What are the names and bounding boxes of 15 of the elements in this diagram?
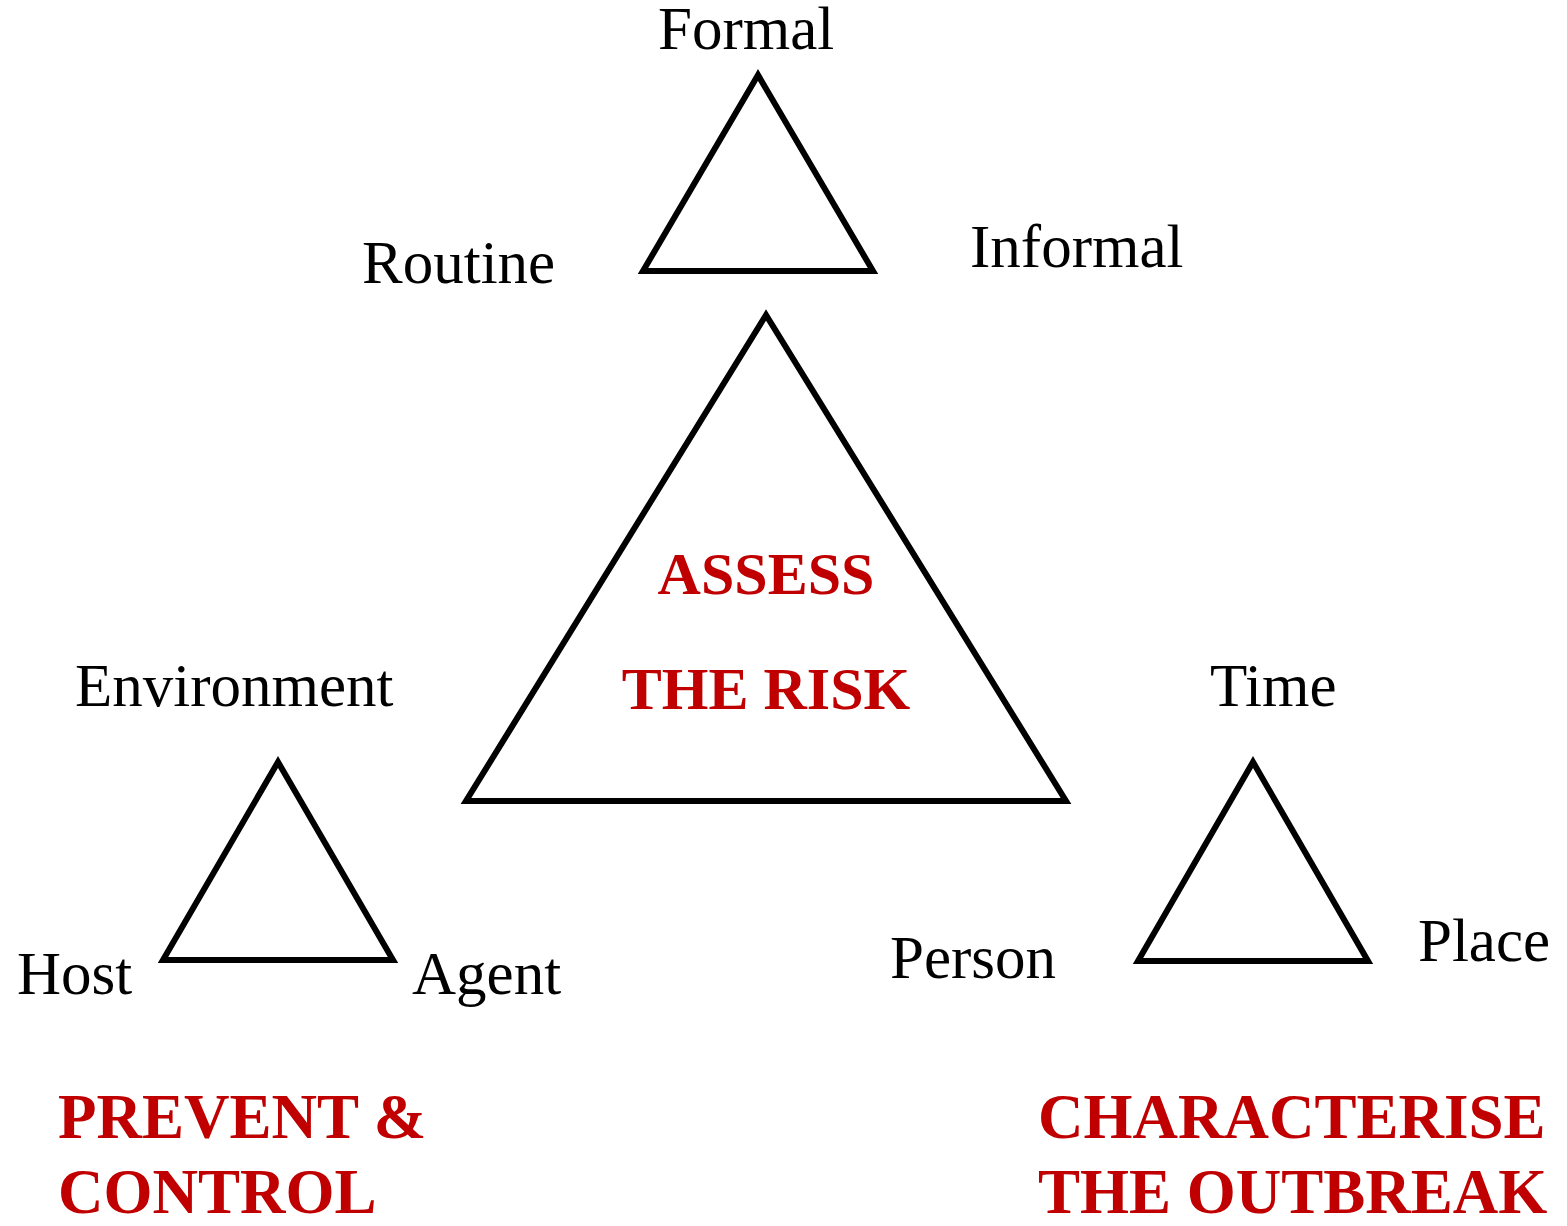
center-heading: ASSESS THE RISK xyxy=(620,540,912,724)
corner-label: Environment xyxy=(75,655,394,716)
corner-label: Time xyxy=(1210,655,1337,716)
corner-label: Informal xyxy=(970,216,1184,277)
triangle-shape xyxy=(640,72,876,274)
triangle-shape xyxy=(463,312,1069,804)
corner-label: Routine xyxy=(362,232,556,293)
triangle-shape xyxy=(1135,759,1371,964)
caption-text: PREVENT & CONTROL xyxy=(58,1081,428,1226)
corner-label: Host xyxy=(17,943,133,1004)
triangle-shape xyxy=(160,759,396,963)
corner-label: Place xyxy=(1418,910,1551,971)
corner-label: Formal xyxy=(658,0,835,59)
corner-label: Person xyxy=(890,927,1057,988)
caption-text: CHARACTERISE THE OUTBREAK xyxy=(1038,1081,1549,1226)
